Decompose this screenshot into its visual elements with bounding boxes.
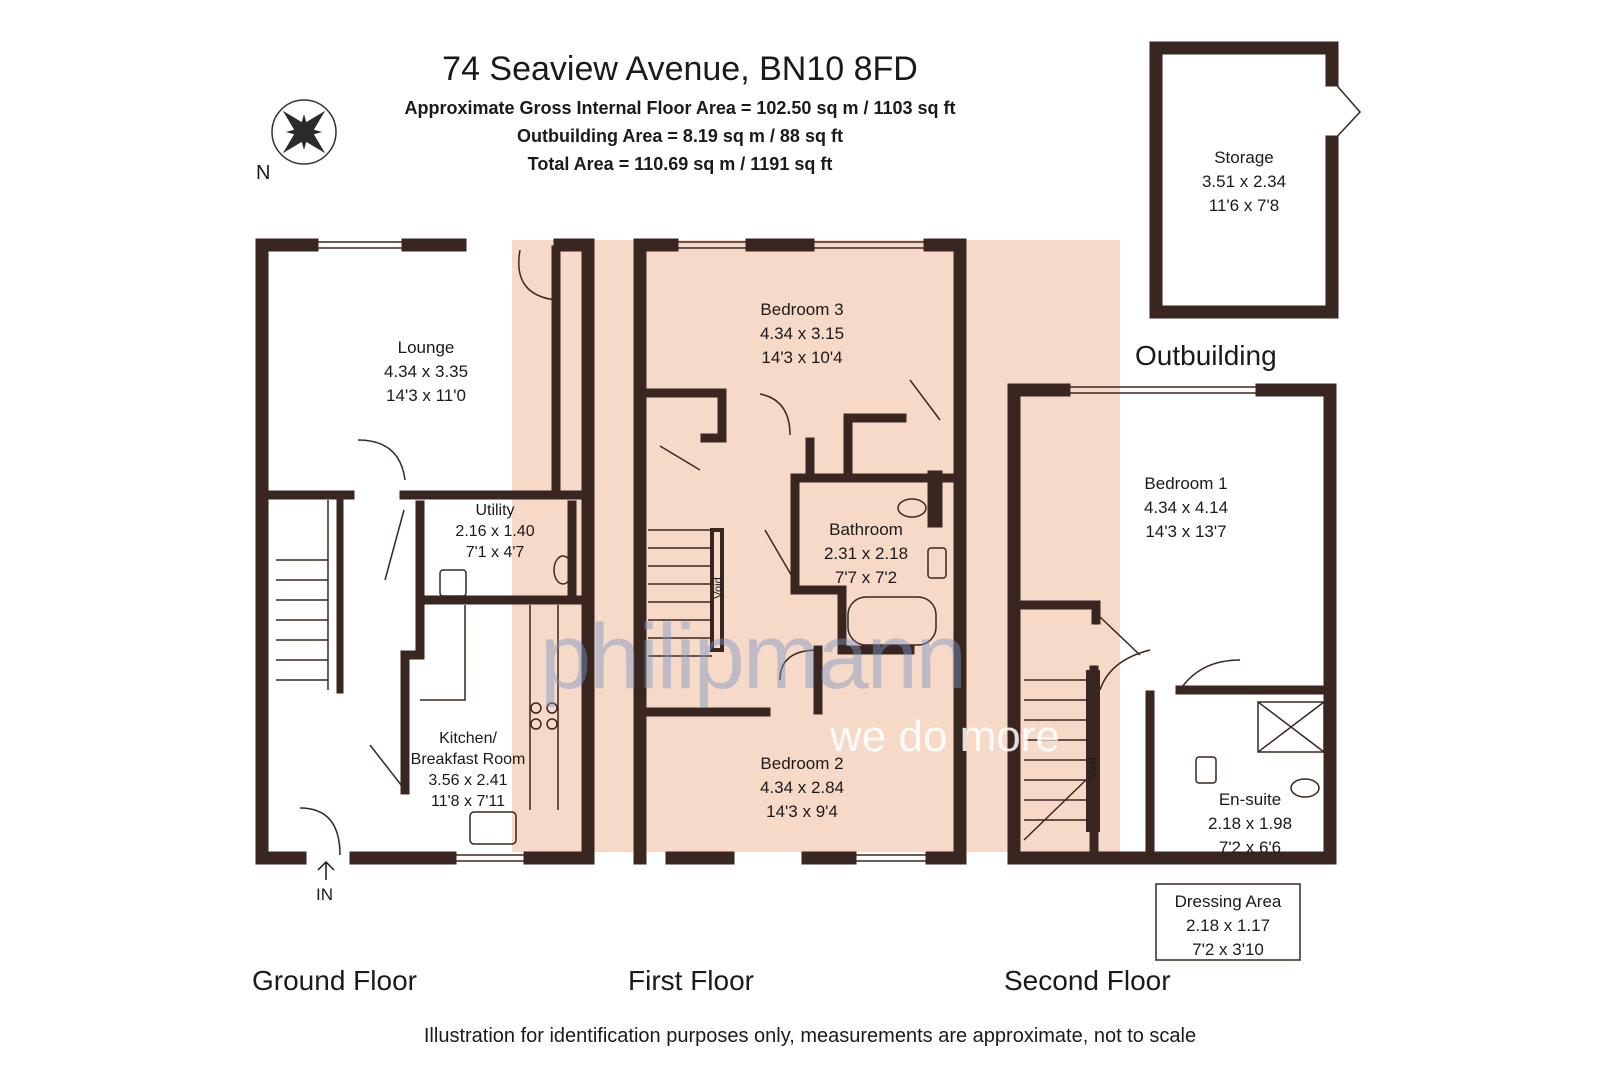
first-floor-label: First Floor — [628, 965, 754, 996]
ground-floor-label: Ground Floor — [252, 965, 417, 996]
room-name: Bedroom 3 — [760, 300, 844, 319]
room-bedroom3: Bedroom 3 4.34 x 3.15 14'3 x 10'4 — [760, 298, 844, 370]
shower-tray — [1257, 701, 1325, 753]
room-name: Lounge — [397, 338, 455, 357]
total-area: Total Area = 110.69 sq m / 1191 sq ft — [527, 154, 833, 174]
room-metric: 2.31 x 2.18 — [823, 544, 909, 563]
room-metric: 2.16 x 1.40 — [455, 523, 535, 540]
room-bathroom: Bathroom 2.31 x 2.18 7'7 x 7'2 — [824, 518, 908, 590]
room-imperial: 7'1 x 4'7 — [465, 544, 525, 561]
void-label-second: Void — [1086, 757, 1099, 779]
second-floor-interior — [1009, 600, 1335, 863]
second-floor-label: Second Floor — [1004, 965, 1171, 996]
room-imperial: 7'7 x 7'2 — [834, 568, 898, 587]
void-shaft-second — [1086, 670, 1100, 832]
basin-ensuite — [1195, 756, 1217, 784]
toilet-ensuite — [1290, 778, 1320, 798]
room-metric: 4.34 x 3.35 — [383, 362, 469, 381]
room-metric: 2.18 x 1.98 — [1207, 814, 1293, 833]
room-name: Bedroom 2 — [760, 754, 844, 773]
room-lounge: Lounge 4.34 x 3.35 14'3 x 11'0 — [384, 336, 468, 408]
first-floor-walls — [633, 238, 967, 865]
watermark-tagline: we do more — [830, 712, 1060, 761]
dressing-area-box — [1155, 883, 1301, 961]
room-metric: 2.18 x 1.17 — [1185, 916, 1271, 935]
basin-bathroom — [927, 547, 947, 579]
room-name: En-suite — [1218, 790, 1282, 809]
void-label-first: Void — [712, 577, 725, 599]
north-label: N — [256, 162, 271, 184]
room-metric: 3.51 x 2.34 — [1201, 172, 1287, 191]
room-kitchen: Kitchen/ Breakfast Room 3.56 x 2.41 11'8… — [411, 728, 526, 812]
room-dressing-area: Dressing Area 2.18 x 1.17 7'2 x 3'10 — [1175, 890, 1282, 962]
room-name: Bedroom 1 — [1144, 474, 1228, 493]
second-floor-walls — [1007, 383, 1337, 865]
address-title: 74 Seaview Avenue, BN10 8FD — [442, 50, 918, 88]
basin-utility — [439, 569, 467, 597]
room-name-line2: Breakfast Room — [410, 751, 526, 768]
ground-floor-walls — [255, 238, 595, 865]
room-name: Dressing Area — [1174, 892, 1282, 911]
door-lounge — [518, 249, 557, 301]
room-name: Bathroom — [829, 520, 903, 539]
room-ensuite: En-suite 2.18 x 1.98 7'2 x 6'6 — [1208, 788, 1292, 860]
room-name: Kitchen/ — [439, 730, 497, 747]
watermark-brand: philipmann — [540, 606, 967, 708]
compass-icon — [271, 99, 337, 165]
room-utility: Utility 2.16 x 1.40 7'1 x 4'7 — [455, 500, 534, 563]
first-floor-interior — [641, 388, 957, 717]
stairs-first — [648, 529, 712, 657]
room-imperial: 14'3 x 10'4 — [761, 348, 843, 367]
room-metric: 4.34 x 4.14 — [1143, 498, 1229, 517]
room-imperial: 14'3 x 11'0 — [386, 386, 466, 405]
room-imperial: 7'2 x 6'6 — [1218, 838, 1282, 857]
room-storage: Storage 3.51 x 2.34 11'6 x 7'8 — [1202, 146, 1286, 218]
toilet-bathroom — [897, 498, 927, 518]
room-metric: 3.56 x 2.41 — [428, 772, 508, 789]
disclaimer: Illustration for identification purposes… — [423, 1025, 1197, 1047]
kitchen-counter — [420, 605, 559, 810]
room-name: Storage — [1214, 148, 1274, 167]
room-imperial: 14'3 x 9'4 — [766, 802, 838, 821]
room-metric: 4.34 x 2.84 — [759, 778, 845, 797]
room-imperial: 14'3 x 13'7 — [1145, 522, 1227, 541]
stairs-second — [1023, 679, 1087, 841]
bath-tub — [847, 596, 937, 646]
room-bedroom1: Bedroom 1 4.34 x 4.14 14'3 x 13'7 — [1144, 472, 1228, 544]
entrance-arrow-icon — [317, 860, 335, 880]
room-imperial: 7'2 x 3'10 — [1192, 940, 1264, 959]
gross-area: Approximate Gross Internal Floor Area = … — [404, 98, 956, 118]
outbuilding-walls — [1149, 41, 1339, 319]
room-bedroom2: Bedroom 2 4.34 x 2.84 14'3 x 9'4 — [760, 752, 844, 824]
outbuilding-area: Outbuilding Area = 8.19 sq m / 88 sq ft — [517, 126, 843, 146]
ground-floor-interior — [257, 490, 583, 795]
stairs-ground — [276, 500, 329, 690]
room-name: Utility — [475, 502, 515, 519]
outbuilding-label: Outbuilding — [1135, 340, 1277, 371]
entrance-label: IN — [316, 885, 333, 904]
void-shaft-first — [710, 528, 724, 652]
room-imperial: 11'8 x 7'11 — [430, 793, 505, 810]
basin-kitchen — [469, 811, 517, 845]
toilet-utility — [553, 555, 573, 585]
room-imperial: 11'6 x 7'8 — [1208, 196, 1280, 215]
room-metric: 4.34 x 3.15 — [759, 324, 845, 343]
